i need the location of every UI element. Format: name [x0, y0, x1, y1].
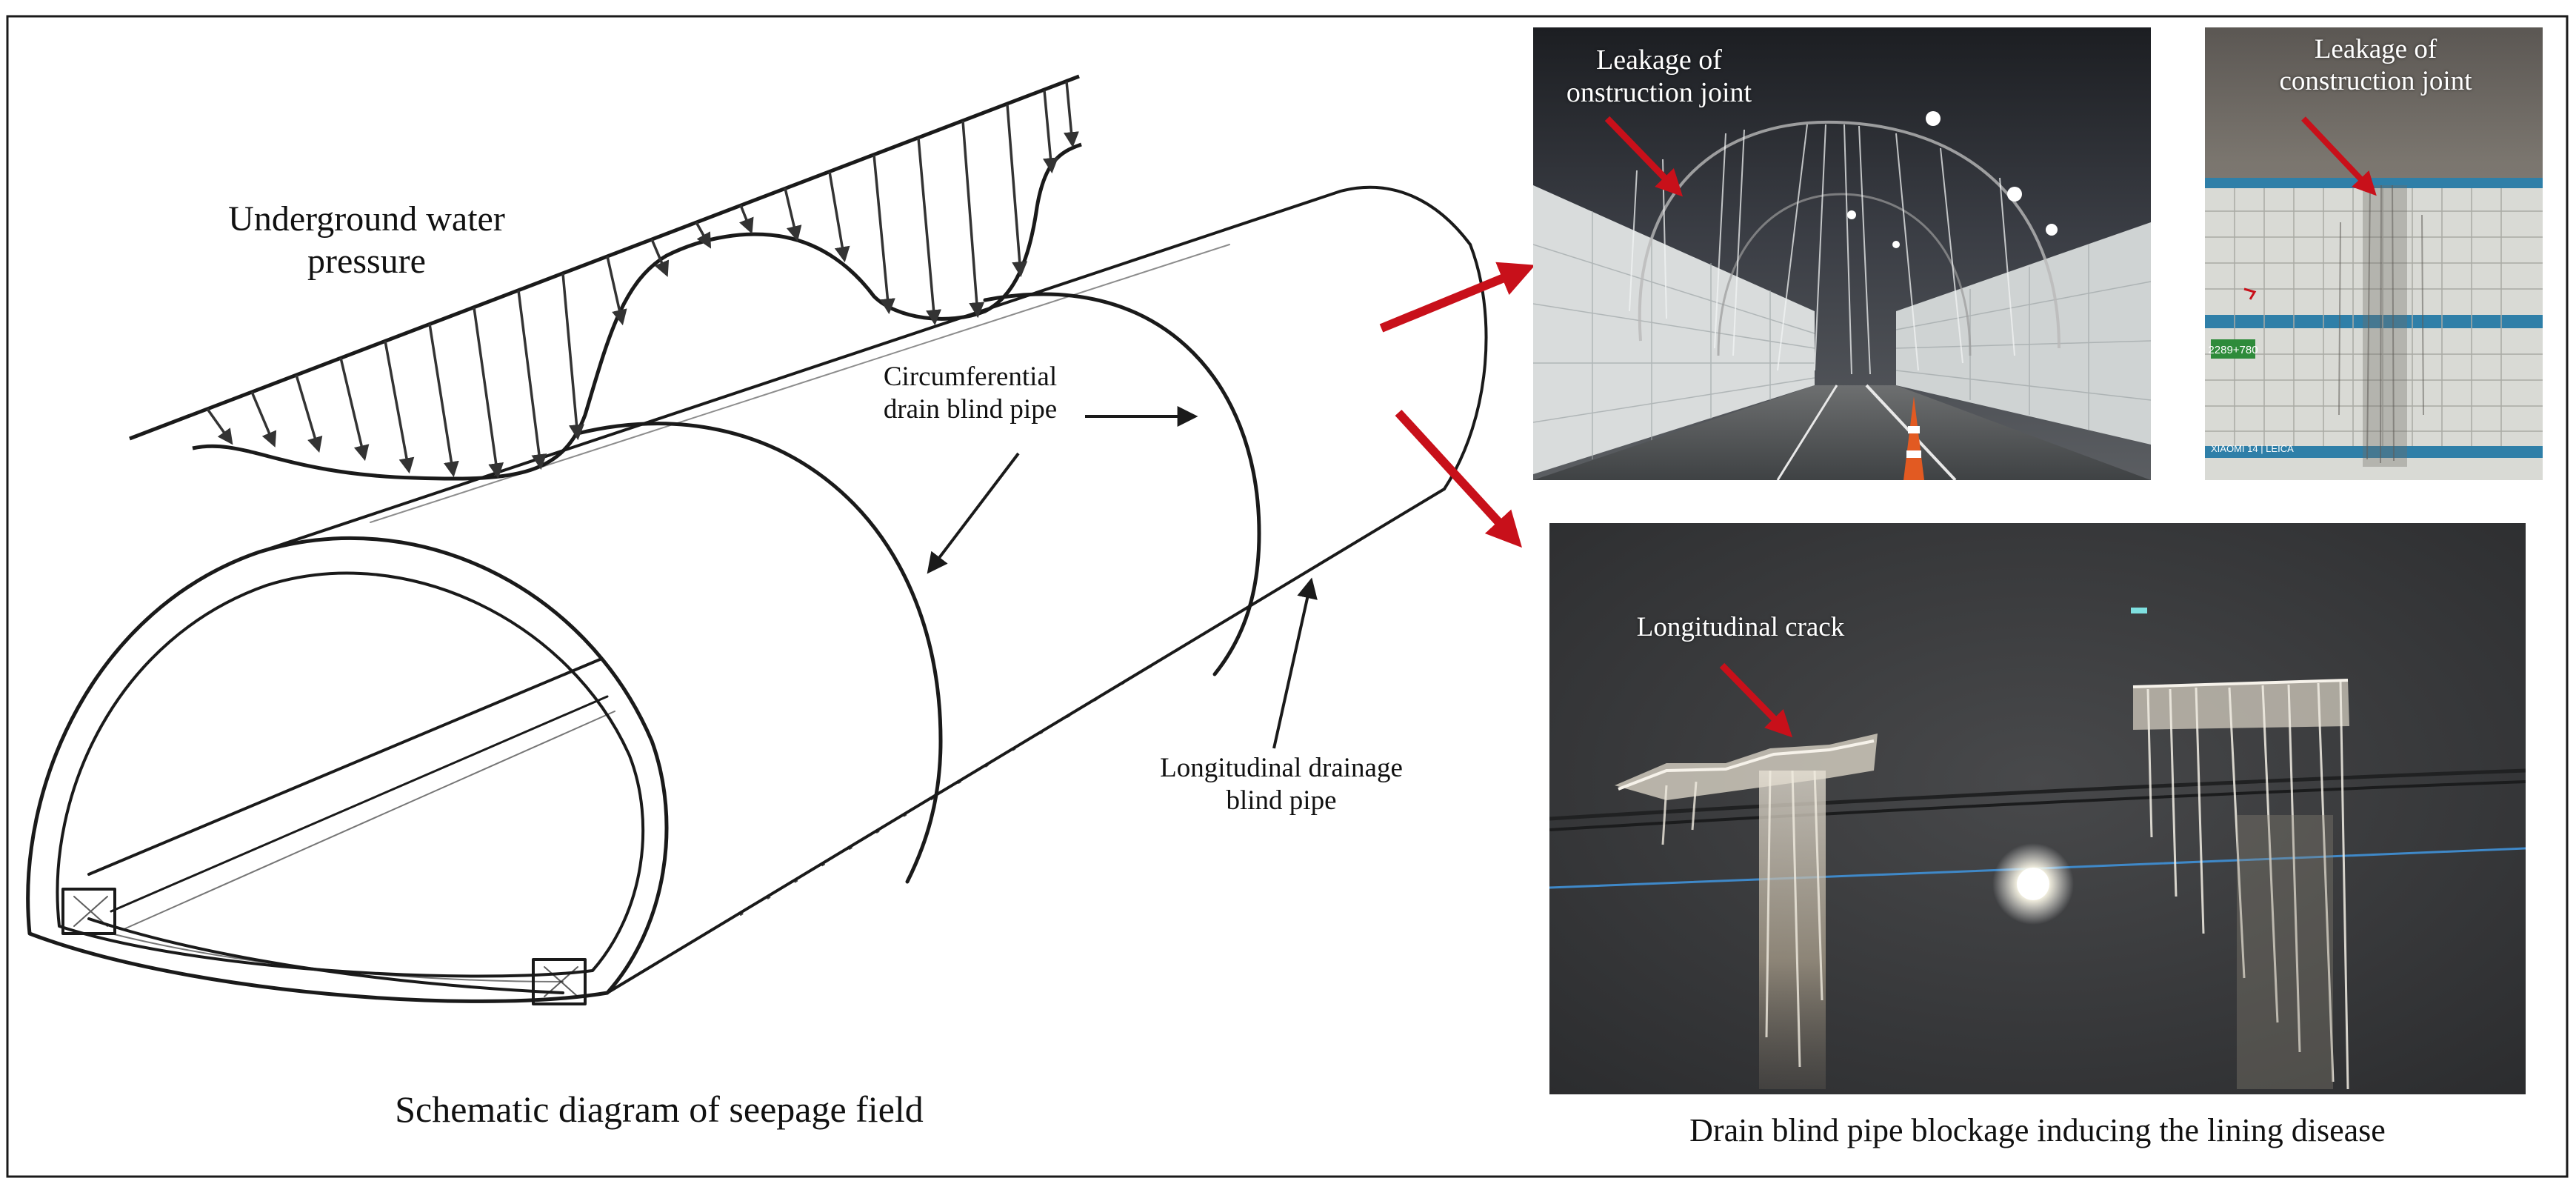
photo1-label-line2: onstruction joint: [1566, 76, 1752, 108]
drain-box-right: [532, 958, 587, 1005]
photo2-label: Leakage of construction joint: [2211, 34, 2540, 97]
tunnel-far-end: [1443, 243, 1488, 490]
tunnel-top-edge: [258, 185, 1472, 553]
svg-text:2289+780: 2289+780: [2208, 344, 2258, 356]
water-pressure-label-line1: Underground water: [228, 199, 505, 239]
right-caption: Drain blind pipe blockage inducing the l…: [1689, 1112, 2386, 1148]
photo2-label-line1: Leakage of: [2314, 34, 2437, 64]
ground-line: [129, 74, 1080, 441]
station-sign: [2211, 339, 2255, 359]
circumferential-ring-2: [983, 292, 1261, 676]
circumferential-pipe-label-line1: Circumferential: [883, 362, 1058, 392]
red-arrow-upper: [1379, 262, 1535, 333]
arrow-to-left-ring: [927, 452, 1020, 574]
photo1-label: Leakage of onstruction joint: [1533, 44, 1785, 109]
arrow-to-longitudinal-pipe: [1272, 577, 1318, 749]
circumferential-ring-1: [575, 422, 943, 884]
photo2-label-line2: construction joint: [2279, 65, 2472, 96]
photo-lining-crack: [1549, 523, 2526, 1094]
svg-text:XIAOMI 14 | LEICA: XIAOMI 14 | LEICA: [2211, 443, 2294, 454]
photo3-label: Longitudinal crack: [1636, 612, 1845, 642]
longitudinal-pipe-label-line2: blind pipe: [1226, 785, 1337, 816]
tunnel-schematic: [26, 185, 1488, 1005]
photo-tunnel-leakage: [1533, 27, 2151, 480]
water-pressure-diagram: [129, 74, 1082, 481]
tunnel-portal-outer: [26, 536, 669, 1003]
water-pressure-label: Underground water pressure: [189, 199, 544, 282]
water-pressure-label-line2: pressure: [307, 241, 426, 281]
circumferential-pipe-label-line2: drain blind pipe: [883, 393, 1058, 425]
red-arrow-lower: [1395, 409, 1522, 548]
circumferential-pipe-label: Circumferential drain blind pipe: [844, 361, 1096, 425]
roadway-edge-near: [87, 917, 564, 994]
longitudinal-pipe-label-line1: Longitudinal drainage: [1160, 753, 1403, 783]
photo1-label-line1: Leakage of: [1596, 44, 1722, 76]
tunnel-portal-inner: [56, 571, 645, 978]
drain-box-left: [61, 888, 116, 935]
photo-wall-leakage: 2289+780 XIAOMI 14 | LEICA: [2205, 27, 2543, 480]
outer-border: [6, 15, 2569, 1178]
pressure-envelope: [192, 142, 1082, 481]
left-caption: Schematic diagram of seepage field: [395, 1088, 924, 1130]
tunnel-bottom-edge: [606, 488, 1446, 994]
roadway-edge-far: [87, 658, 601, 876]
longitudinal-pipe-label: Longitudinal drainage blind pipe: [1096, 752, 1466, 817]
